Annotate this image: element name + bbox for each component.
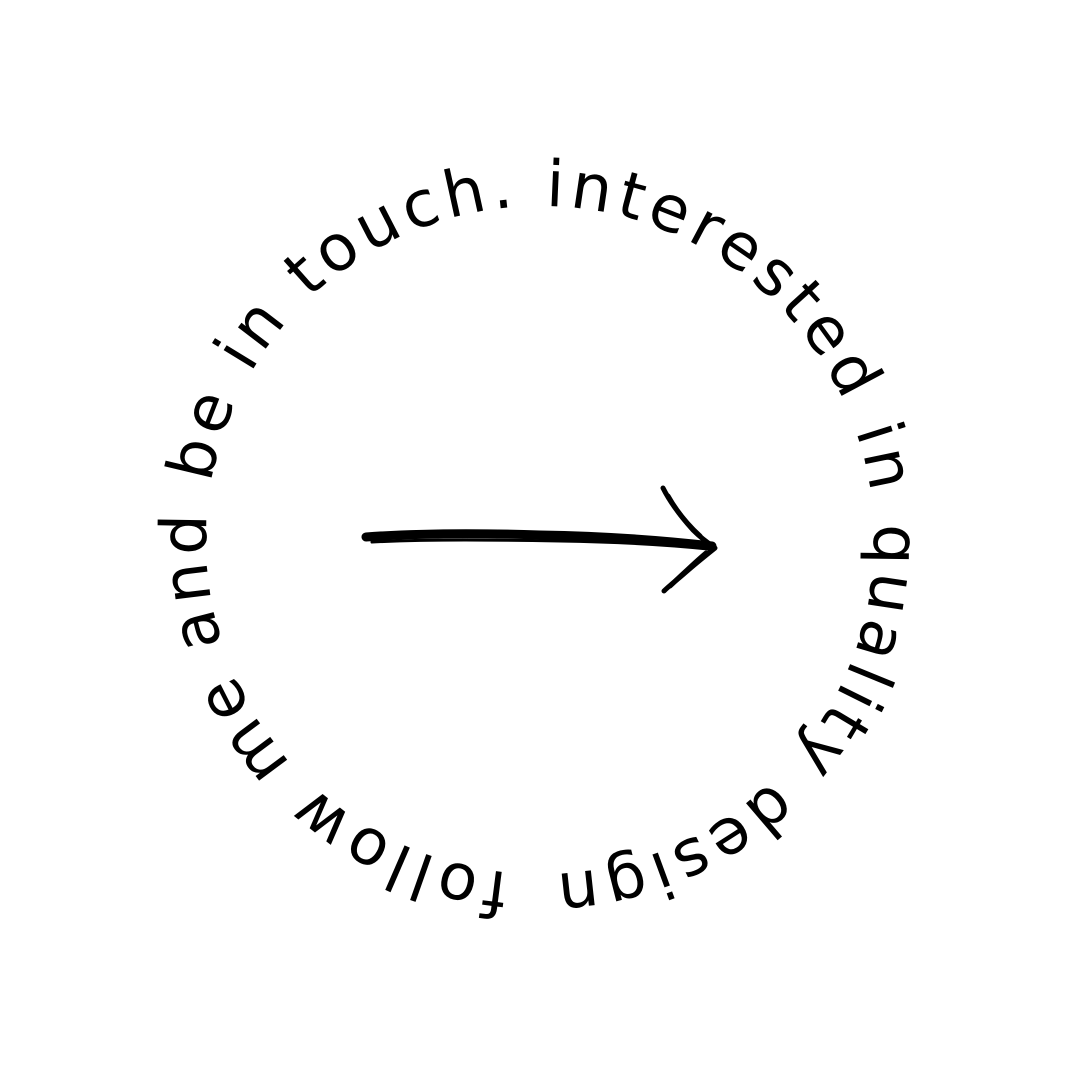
right-arrow-icon: [361, 485, 718, 594]
